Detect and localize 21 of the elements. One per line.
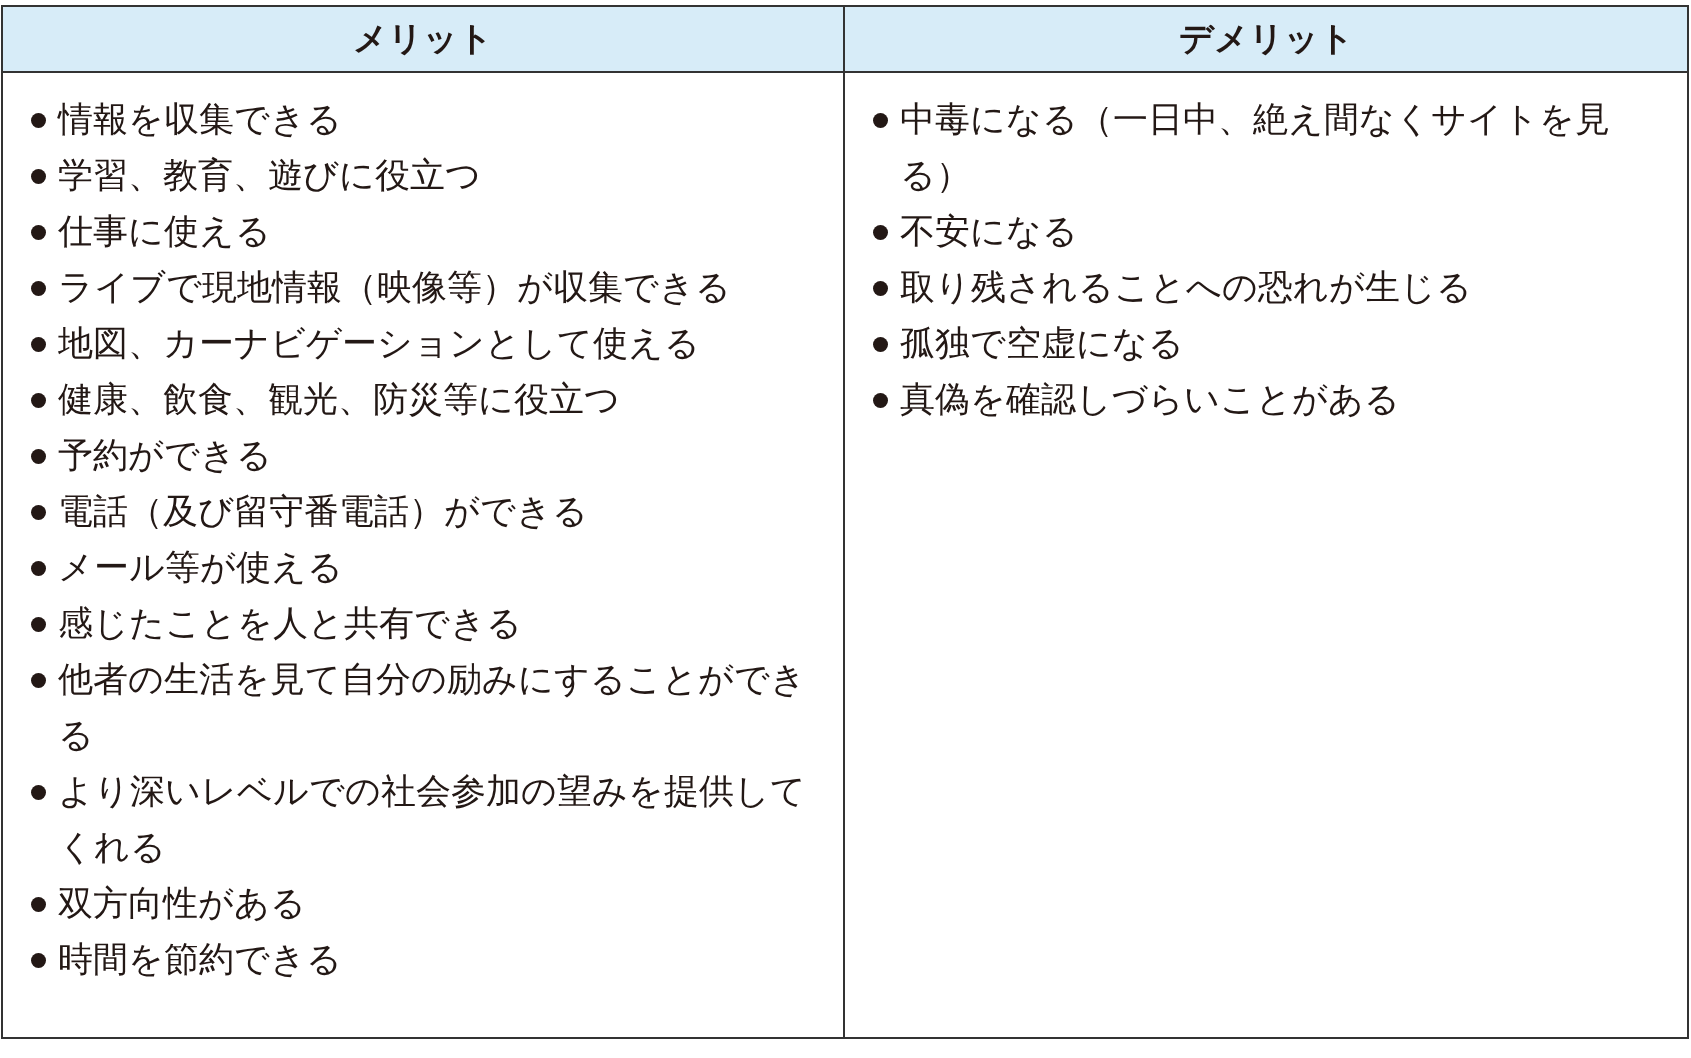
list-item-text: より深いレベルでの社会参加の望みを提供してくれる	[58, 770, 806, 869]
list-item-text: 不安になる	[900, 210, 1079, 253]
list-item-text: 情報を収集できる	[58, 98, 343, 141]
list-item-text: 時間を節約できる	[58, 938, 343, 981]
list-item-text: 学習、教育、遊びに役立つ	[58, 154, 482, 197]
list-item-text: 仕事に使える	[58, 210, 272, 253]
list-item-text: 電話（及び留守番電話）ができる	[58, 490, 589, 533]
list-item-text: 地図、カーナビゲーションとして使える	[58, 322, 701, 365]
list-item-text: メール等が使える	[58, 546, 344, 589]
list-item-text: 予約ができる	[58, 434, 273, 477]
list-item-text: 健康、飲食、観光、防災等に役立つ	[58, 378, 621, 421]
column-header: デメリット	[845, 5, 1689, 73]
list-item-text: 感じたことを人と共有できる	[58, 602, 523, 645]
list-item-text: ライブで現地情報（映像等）が収集できる	[58, 266, 732, 309]
list-item-text: 真偽を確認しづらいことがある	[900, 378, 1401, 421]
list-item-text: 双方向性がある	[58, 882, 307, 925]
column-header: メリット	[1, 5, 845, 73]
list-item-text: 中毒になる（一日中、絶え間なくサイトを見る）	[900, 98, 1611, 197]
list-item-text: 孤独で空虚になる	[900, 322, 1185, 365]
list-item-text: 取り残されることへの恐れが生じる	[900, 266, 1473, 309]
list-item-text: 他者の生活を見て自分の励みにすることができる	[58, 658, 806, 757]
